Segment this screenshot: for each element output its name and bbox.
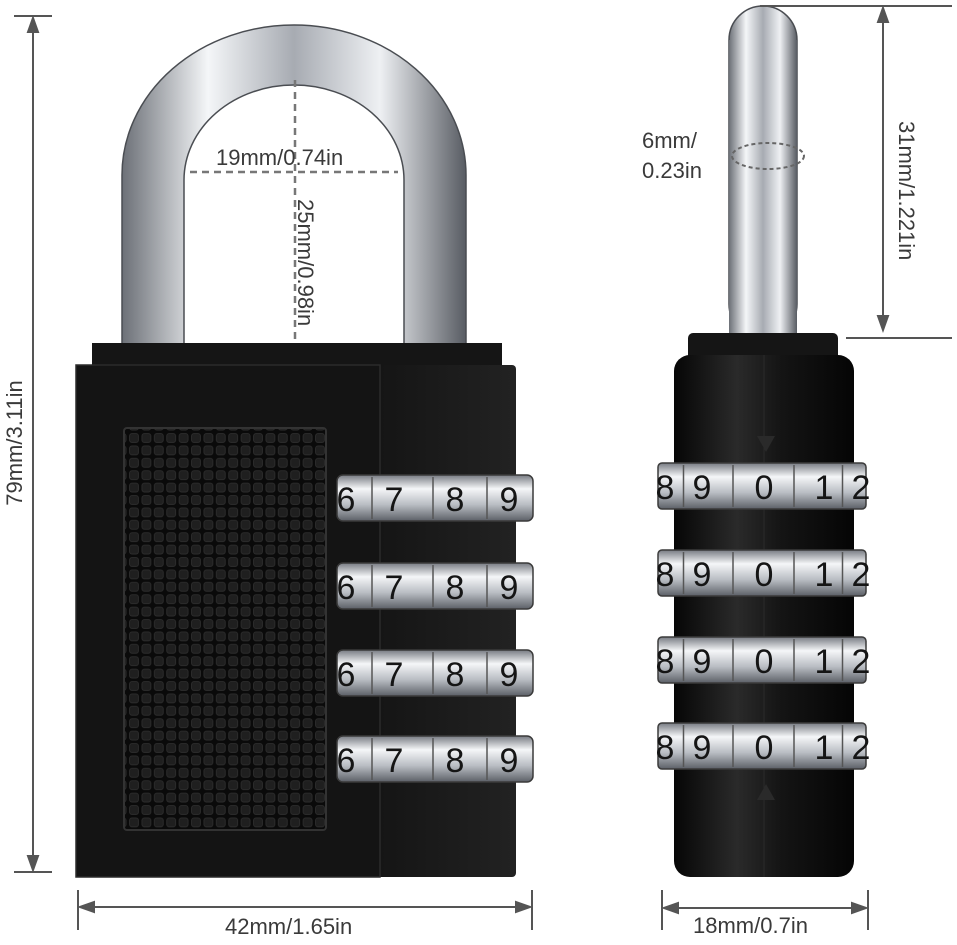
front-dial-digit: 9 — [500, 742, 519, 780]
shackle-diameter-marker — [731, 142, 805, 170]
front-dial-digit: 6 — [337, 742, 356, 780]
side-dial-band — [657, 462, 867, 510]
front-dial-digit: 9 — [500, 481, 519, 519]
front-dial-digit: 8 — [446, 569, 465, 607]
side-dial-digit: 8 — [656, 643, 675, 681]
side-dial-band — [657, 722, 867, 770]
side-dial-digit: 2 — [852, 729, 871, 767]
front-dial-band — [336, 562, 534, 610]
inner-dimension-lines — [190, 80, 398, 342]
side-dial-digit: 1 — [815, 643, 834, 681]
front-dial-digit: 8 — [446, 481, 465, 519]
front-dial-digit: 6 — [337, 656, 356, 694]
front-dial-digit: 7 — [385, 481, 404, 519]
top-arrow-icon — [757, 436, 775, 452]
side-dial-digit: 1 — [815, 729, 834, 767]
side-dial-digit: 0 — [755, 556, 774, 594]
shackle-diameter-label-1: 6mm/ — [642, 128, 697, 153]
side-width-label: 18mm/0.7in — [693, 913, 808, 938]
shackle-clearance-label: 31mm/1.221in — [894, 121, 919, 261]
front-dial-digit: 7 — [385, 656, 404, 694]
side-cap — [688, 333, 838, 361]
grip-panel — [123, 427, 327, 831]
side-dial-digit: 9 — [693, 729, 712, 767]
front-dial-band — [336, 735, 534, 783]
side-dial-digit: 2 — [852, 643, 871, 681]
side-dial-digit: 0 — [755, 729, 774, 767]
side-dial-digit: 0 — [755, 469, 774, 507]
front-dial-digit: 8 — [446, 742, 465, 780]
front-dial-digit: 9 — [500, 656, 519, 694]
front-dial-digit: 8 — [446, 656, 465, 694]
side-dial-digit: 9 — [693, 643, 712, 681]
side-dial-band — [657, 636, 867, 684]
side-dial-digit: 8 — [656, 469, 675, 507]
side-dial-digit: 8 — [656, 729, 675, 767]
side-dial-digit: 8 — [656, 556, 675, 594]
side-dial-digit: 9 — [693, 469, 712, 507]
front-dial-digit: 7 — [385, 569, 404, 607]
bottom-arrow-icon — [757, 784, 775, 800]
inner-height-label: 25mm/0.98in — [293, 199, 318, 327]
front-shackle — [121, 24, 467, 346]
front-dial-band — [336, 474, 534, 522]
inner-width-label: 19mm/0.74in — [216, 145, 344, 170]
total-height-label: 79mm/3.11in — [2, 380, 27, 506]
front-dial-band — [336, 649, 534, 697]
front-dial-digit: 6 — [337, 569, 356, 607]
side-dial-band — [657, 549, 867, 597]
side-dial-digit: 1 — [815, 469, 834, 507]
front-dial-digit: 7 — [385, 742, 404, 780]
shackle-diameter-label-2: 0.23in — [642, 158, 702, 183]
side-dial-digit: 2 — [852, 556, 871, 594]
side-dial-digit: 1 — [815, 556, 834, 594]
side-dial-digit: 2 — [852, 469, 871, 507]
body-width-label: 42mm/1.65in — [225, 914, 353, 939]
side-dial-digit: 0 — [755, 643, 774, 681]
dimension-lines — [14, 5, 952, 930]
front-dial-digit: 9 — [500, 569, 519, 607]
front-dial-digit: 6 — [337, 481, 356, 519]
side-dial-digit: 9 — [693, 556, 712, 594]
